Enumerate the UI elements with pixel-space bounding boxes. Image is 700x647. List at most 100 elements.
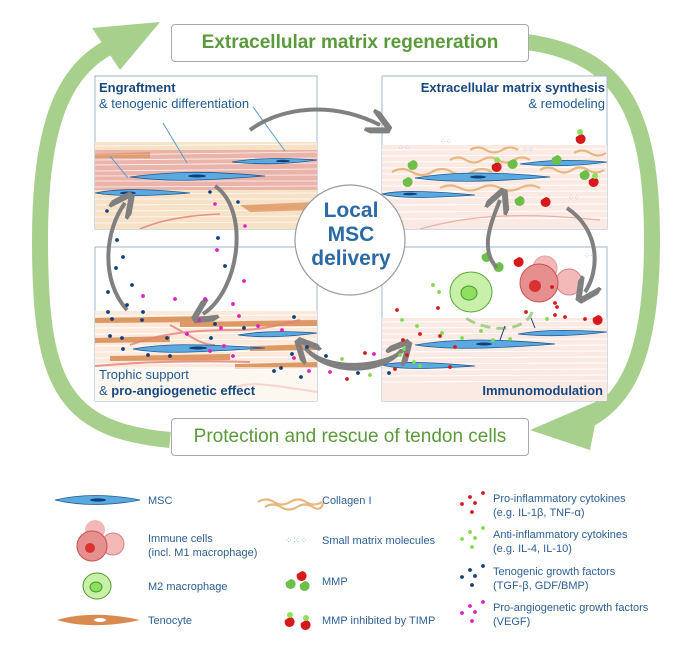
legend-dot <box>468 568 472 572</box>
mmp-icon <box>285 571 310 591</box>
legend-label-immune: Immune cells (incl. M1 macrophage) <box>148 532 257 560</box>
cytokine-dot <box>583 317 587 321</box>
cytokine-dot <box>400 318 404 322</box>
small-matrix-molecules-icon: ⁘⁙⁘ <box>285 536 308 546</box>
cytokine-dot <box>550 285 554 289</box>
cytokine-dot <box>216 236 220 240</box>
cytokine-dot <box>328 370 332 374</box>
panel-title-trophic: Trophic support & pro-angiogenetic effec… <box>99 367 255 399</box>
legend-label-pro-inflammatory: Pro-inflammatory cytokines (e.g. IL-1β, … <box>493 492 626 520</box>
cytokine-dot <box>141 310 145 314</box>
cytokine-dot <box>168 354 172 358</box>
legend-dot <box>460 575 464 579</box>
cytokine-dot <box>299 375 303 379</box>
cytokine-dot <box>106 310 110 314</box>
angiogenetic-dots-icon <box>460 600 485 623</box>
legend-icons: ⁘⁙⁘ <box>54 491 485 630</box>
immune-cells-icon <box>76 520 125 562</box>
legend-dot <box>473 501 477 505</box>
legend-label-collagen: Collagen I <box>322 495 372 507</box>
cycle-arrow-left <box>31 22 171 448</box>
cytokine-dot <box>223 264 227 268</box>
center-line: delivery <box>311 247 391 270</box>
legend-dot <box>470 545 474 549</box>
legend-dot <box>470 619 474 623</box>
cytokine-dot <box>324 354 328 358</box>
cytokine-dot <box>231 354 235 358</box>
legend-dot <box>460 502 464 506</box>
center-circle <box>294 184 406 296</box>
cytokine-dot <box>460 336 464 340</box>
legend-label-line: Pro-inflammatory cytokines <box>493 493 626 505</box>
svg-text:⁘⁘: ⁘⁘ <box>440 138 452 146</box>
legend-dot <box>473 536 477 540</box>
mmp-timp-icon <box>284 612 311 630</box>
cytokine-dot <box>398 353 402 357</box>
panel-title-prefix: & <box>99 383 112 398</box>
legend-label-m2: M2 macrophage <box>148 581 228 593</box>
cytokine-dot <box>555 305 559 309</box>
cytokine-dot <box>405 353 409 357</box>
cytokine-dot <box>279 366 283 370</box>
legend-label-small-matrix: Small matrix molecules <box>322 535 436 547</box>
cytokine-dot <box>219 326 223 330</box>
legend-label-line: (e.g. IL-4, IL-10) <box>493 543 572 555</box>
cytokine-dot <box>438 334 442 338</box>
ecm-regeneration-box: Extracellular matrix regeneration <box>171 24 529 62</box>
cytokine-dot <box>292 356 296 360</box>
legend-dot <box>481 526 485 530</box>
cytokine-dot <box>197 318 201 322</box>
cytokine-dot <box>272 369 276 373</box>
legend-dot <box>460 537 464 541</box>
cytokine-dot <box>437 290 441 294</box>
cytokine-dot <box>418 332 422 336</box>
legend-label-mmp: MMP <box>322 576 348 588</box>
cytokine-dot <box>508 337 512 341</box>
cytokine-dot <box>215 248 219 252</box>
cytokine-dot <box>165 336 169 340</box>
svg-text:⁘⁘: ⁘⁘ <box>398 144 410 152</box>
cytokine-dot <box>387 371 391 375</box>
legend-label-mmp-timp: MMP inhibited by TIMP <box>322 615 436 627</box>
legend-label-msc: MSC <box>148 495 173 507</box>
cytokine-dot <box>401 338 405 342</box>
panel-title-rest: Trophic support <box>99 367 189 382</box>
cytokine-dot <box>402 347 406 351</box>
cytokine-dot <box>242 326 246 330</box>
cytokine-dot <box>231 302 235 306</box>
legend-dot <box>473 574 477 578</box>
transition-arrows <box>106 107 594 371</box>
cytokine-dot <box>173 297 177 301</box>
legend-label-line: Pro-angiogenetic growth factors <box>493 602 649 614</box>
cytokine-dot <box>453 345 457 349</box>
panel-title-immunomodulation: Immunomodulation <box>482 383 603 399</box>
cytokine-dot <box>418 364 422 368</box>
collagen-icon <box>257 498 325 511</box>
legend-dot <box>481 564 485 568</box>
cytokine-dot <box>290 352 294 356</box>
cytokine-dot <box>524 310 528 314</box>
cytokine-dot <box>292 315 296 319</box>
legend-label-tenocyte: Tenocyte <box>148 615 193 627</box>
cytokine-dot <box>237 314 241 318</box>
cytokine-dot <box>448 365 452 369</box>
panel-immunomodulation: ⁘⁘⁘⁘ <box>381 246 608 402</box>
center-line: Local <box>323 199 379 222</box>
cytokine-dot <box>415 324 419 328</box>
panel-title-ecm-synthesis: Extracellular matrix synthesis & remodel… <box>421 80 605 112</box>
cytokine-dot <box>491 338 495 342</box>
cytokine-dot <box>368 373 372 377</box>
cytokine-dot <box>114 266 118 270</box>
cytokine-dot <box>110 317 114 321</box>
cytokine-dot <box>563 315 567 319</box>
center-line: MSC <box>327 223 375 246</box>
cytokine-dot <box>242 279 246 283</box>
cytokine-dot <box>436 306 440 310</box>
cytokine-dot <box>412 360 416 364</box>
cytokine-dot <box>553 301 557 305</box>
cytokine-dots <box>106 236 587 381</box>
tenogenic-dots-icon <box>460 564 485 587</box>
legend-label-line: (e.g. IL-1β, TNF-α) <box>493 507 585 519</box>
cytokine-dot <box>222 344 226 348</box>
cytokine-dot <box>305 345 309 349</box>
